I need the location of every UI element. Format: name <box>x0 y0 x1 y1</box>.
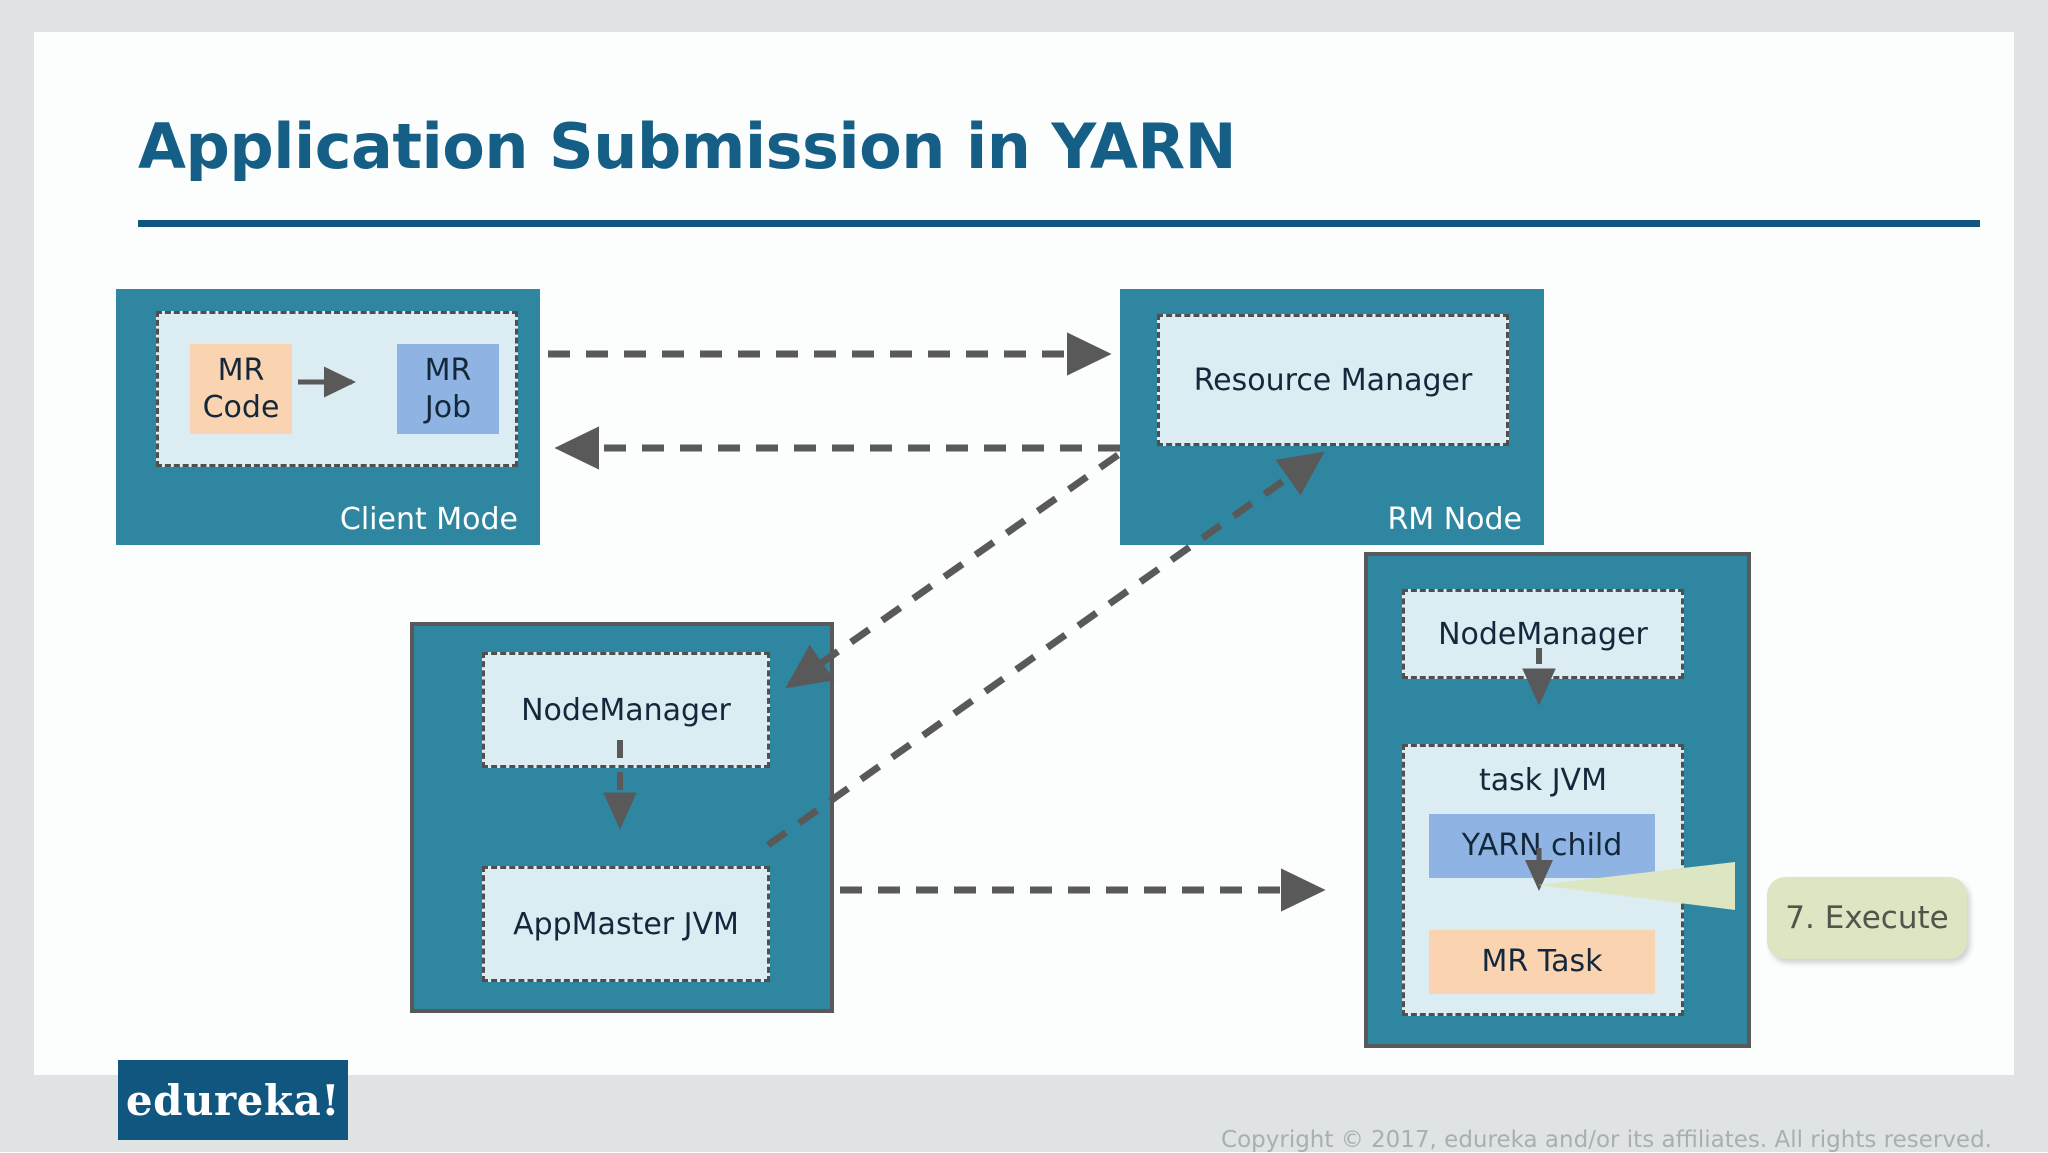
edureka-logo-text: edureka! <box>125 1075 341 1125</box>
resource-manager-panel: Resource Manager <box>1157 314 1509 446</box>
client-mode-node: MR Code MR Job Client Mode <box>116 289 540 545</box>
yarn-child-chip: YARN child <box>1429 814 1655 878</box>
page-title: Application Submission in YARN <box>138 110 1237 183</box>
appmaster-jvm-panel: AppMaster JVM <box>482 866 770 982</box>
edureka-logo: edureka! <box>118 1060 348 1140</box>
title-underline-rule <box>138 220 1980 227</box>
appmaster-node: NodeManager AppMaster JVM <box>410 622 834 1013</box>
execute-callout: 7. Execute <box>1767 877 1967 959</box>
rm-node-label: RM Node <box>1387 502 1522 537</box>
copyright-text: Copyright © 2017, edureka and/or its aff… <box>1221 1127 1992 1153</box>
mr-code-chip: MR Code <box>190 344 292 434</box>
worker-node: NodeManager task JVM YARN child MR Task <box>1364 552 1751 1048</box>
task-jvm-heading: task JVM <box>1479 763 1607 798</box>
nodemanager-panel: NodeManager <box>482 652 770 768</box>
client-mode-label: Client Mode <box>339 502 518 537</box>
slide-canvas: Application Submission in YARN MR Code M… <box>34 32 2014 1153</box>
mr-job-chip: MR Job <box>397 344 499 434</box>
nodemanager-2-panel: NodeManager <box>1402 589 1684 679</box>
rm-node: Resource Manager RM Node <box>1120 289 1544 545</box>
mr-task-chip: MR Task <box>1429 930 1655 994</box>
